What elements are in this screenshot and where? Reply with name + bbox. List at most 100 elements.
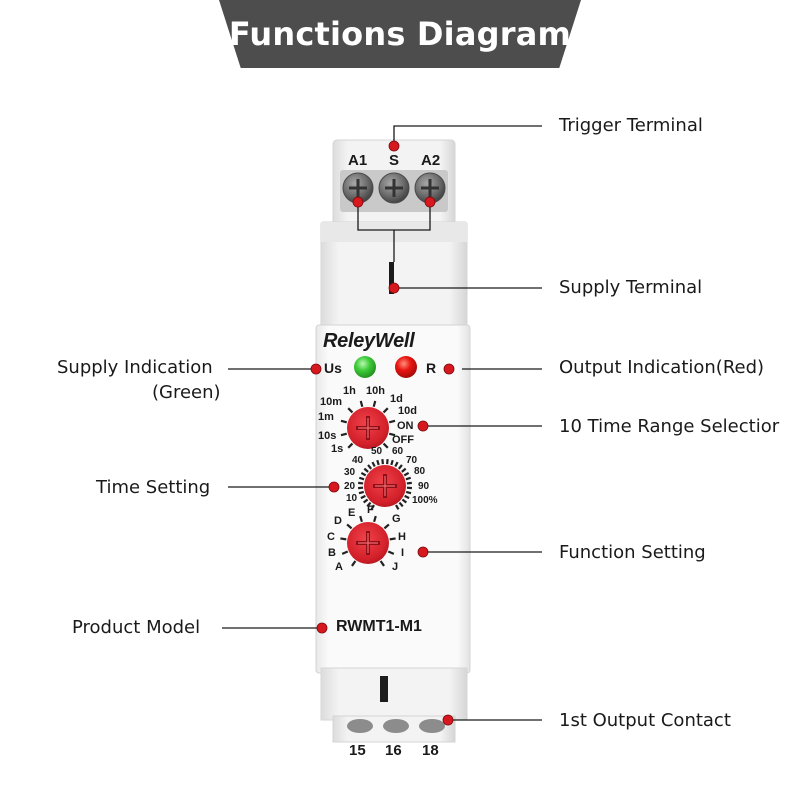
time-setting-knob-icon[interactable] xyxy=(364,465,406,507)
model-label: RWMT1-M1 xyxy=(336,618,422,635)
func-a: A xyxy=(335,561,343,573)
dial-tick xyxy=(401,498,408,504)
supply-terminal-label: Supply Terminal xyxy=(559,277,703,298)
dial-tick xyxy=(403,471,410,477)
dial-tick xyxy=(371,461,376,468)
dial-tick xyxy=(401,467,407,473)
time-setting-ticks xyxy=(357,459,413,510)
dial-tick xyxy=(347,442,354,449)
supply-slot xyxy=(389,262,394,294)
terminal-s-label: S xyxy=(389,152,400,169)
title-banner xyxy=(219,0,581,68)
trigger-terminal-label: Trigger Terminal xyxy=(559,115,703,136)
func-f: F xyxy=(367,504,374,516)
dial-tick xyxy=(351,560,357,567)
range-10h: 10h xyxy=(366,385,385,397)
func-i: I xyxy=(401,547,405,559)
dial-tick xyxy=(405,476,412,481)
pct-100: 100% xyxy=(412,495,438,506)
callout-dots xyxy=(310,140,455,726)
pct-10: 10 xyxy=(346,493,358,504)
dial-tick xyxy=(373,515,377,523)
dial-tick xyxy=(398,501,404,508)
range-on: ON xyxy=(397,420,414,432)
dial-tick xyxy=(360,471,367,477)
range-1s: 1s xyxy=(331,443,344,455)
func-g: G xyxy=(392,513,401,525)
dial-tick xyxy=(367,464,373,470)
dial-tick xyxy=(359,515,363,523)
dial-tick xyxy=(388,419,396,424)
dial-tick xyxy=(404,494,410,500)
dial-tick xyxy=(370,504,375,510)
terminal-18-label: 18 xyxy=(422,742,439,759)
product-model-label: Product Model xyxy=(72,617,201,638)
pct-90: 90 xyxy=(418,481,430,492)
dial-tick xyxy=(360,494,366,500)
dial-tick xyxy=(347,407,354,414)
dial-tick xyxy=(387,550,395,555)
dial-tick xyxy=(382,407,389,414)
dial-tick xyxy=(340,432,348,437)
pct-50: 50 xyxy=(371,446,383,457)
time-range-knob-icon[interactable] xyxy=(347,407,389,449)
function-setting-label: Function Setting xyxy=(559,542,706,563)
dial-tick xyxy=(376,459,380,466)
range-1d: 1d xyxy=(390,393,403,405)
time-range-ticks xyxy=(340,400,396,449)
output-contact-label: 1st Output Contact xyxy=(559,710,731,731)
dial-tick xyxy=(358,481,364,485)
led-r-label: R xyxy=(426,360,437,376)
func-d: D xyxy=(334,515,342,527)
dial-tick xyxy=(340,537,347,541)
range-off: OFF xyxy=(392,434,414,446)
dial-tick xyxy=(341,550,349,555)
dial-tick xyxy=(394,461,399,468)
supply-indication-label: Supply Indication xyxy=(57,357,213,378)
leader-lines xyxy=(222,125,542,721)
pct-40: 40 xyxy=(352,455,364,466)
terminal-16-label: 16 xyxy=(385,742,402,759)
dial-tick xyxy=(395,504,400,510)
dial-tick xyxy=(372,400,377,408)
din-slot xyxy=(380,676,388,702)
func-c: C xyxy=(327,531,335,543)
pct-60: 60 xyxy=(392,446,404,457)
led-us-label: Us xyxy=(324,360,342,376)
pct-80: 80 xyxy=(414,466,426,477)
pct-30: 30 xyxy=(344,467,356,478)
dial-tick xyxy=(362,498,369,504)
supply-indication-sub-label: (Green) xyxy=(152,382,221,403)
function-knob-icon[interactable] xyxy=(347,522,389,564)
pct-70: 70 xyxy=(406,455,418,466)
range-1h: 1h xyxy=(343,385,356,397)
pct-20: 20 xyxy=(344,481,356,492)
range-1m: 1m xyxy=(318,411,334,423)
dial-tick xyxy=(406,481,412,485)
output-led-icon xyxy=(395,356,417,378)
dial-tick xyxy=(379,560,385,567)
dial-tick xyxy=(340,419,348,424)
time-range-selection-label: 10 Time Range Selectior xyxy=(559,416,780,437)
terminal-a2-label: A2 xyxy=(421,152,441,169)
screw-a2-icon xyxy=(414,172,446,204)
dial-tick xyxy=(397,464,403,470)
dial-tick xyxy=(383,523,390,530)
supply-wiring xyxy=(357,202,431,262)
func-e: E xyxy=(348,507,356,519)
dial-tick xyxy=(382,442,389,449)
dial-tick xyxy=(405,490,412,495)
range-10s: 10s xyxy=(318,430,337,442)
range-10d: 10d xyxy=(398,405,417,417)
time-setting-label: Time Setting xyxy=(96,477,211,498)
output-indication-label: Output Indication(Red) xyxy=(559,357,765,378)
dial-tick xyxy=(346,523,353,530)
dial-tick xyxy=(388,432,396,437)
dial-tick xyxy=(390,459,394,466)
page-title: Functions Diagram xyxy=(228,15,572,53)
function-ticks xyxy=(340,515,396,567)
supply-led-icon xyxy=(354,356,376,378)
screw-s-icon xyxy=(378,172,410,204)
func-h: H xyxy=(398,531,406,543)
